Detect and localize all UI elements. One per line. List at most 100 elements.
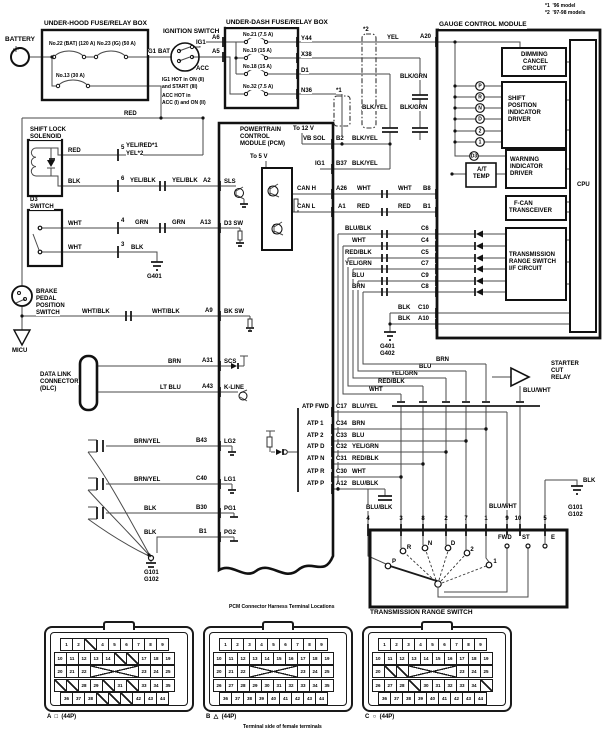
wire-blkyel-mid: BLK/YEL (362, 105, 388, 112)
shift-lock-title-1: SHIFT LOCK (30, 127, 66, 134)
option-connector-2 (361, 33, 377, 129)
pin-a10: A10 (418, 316, 430, 323)
ground-eyelet (147, 554, 155, 562)
pin-b30: B30 (196, 505, 208, 512)
ignition-title: IGNITION SWITCH (163, 28, 220, 36)
pcm-title-2: CONTROL (240, 134, 270, 140)
terminal-44: 44 (156, 692, 169, 706)
d3-pin-3: 3 (121, 242, 125, 249)
terminal-35: 35 (320, 678, 334, 692)
underdash-box (223, 26, 300, 110)
pin-b2: B2 (336, 136, 344, 143)
wire-redblk-diag: RED/BLK (378, 379, 405, 386)
fuse23-label: No.23 (IG) (50 A) (97, 41, 136, 48)
shift-driver-3: INDICATOR (508, 110, 541, 116)
range-pin-4: 4 (366, 515, 370, 522)
pcm-title-3: MODULE (PCM) (240, 141, 285, 147)
range-pin-7: 7 (464, 515, 468, 522)
pcm-sls: SLS (224, 179, 236, 185)
pcm-bksw: BK SW (224, 309, 244, 315)
connector-tab (103, 621, 135, 630)
range-e: E (551, 535, 556, 542)
range-position-D: D (450, 540, 456, 547)
pcm-ig1: IG1 (315, 161, 325, 168)
wire-blk-pg1: BLK (144, 506, 157, 513)
d3-contact (37, 225, 43, 231)
connector-a-label: A □ (44P) (47, 714, 77, 721)
junction-dots (20, 40, 488, 557)
pcm-canl: CAN L (297, 204, 316, 211)
pin-c8: C8 (421, 284, 429, 291)
wire-red-canl1: RED (357, 204, 370, 211)
range-fwd: FWD (498, 535, 512, 542)
can-transistor-1 (267, 185, 279, 197)
wire-sol-red: RED (68, 148, 81, 155)
indicator-bulb-1: 1 (478, 139, 482, 146)
connector-inner (50, 632, 188, 706)
option-connector-1 (333, 95, 351, 127)
range-position-P: P (391, 558, 397, 565)
pcm-scs: SCS (224, 359, 237, 365)
terminal-25: 25 (479, 665, 493, 679)
wire-ltblu: LT BLU (160, 385, 181, 392)
brake-title-2: PEDAL (36, 296, 57, 303)
wire-yel2: YEL*2 (126, 151, 144, 158)
atp-pullup-node (282, 449, 288, 455)
wire-grn-1: GRN (135, 220, 149, 227)
terminal-2: 2 (72, 638, 85, 651)
range-position-2: 2 (470, 546, 474, 553)
wire-yelblk-1: YEL/BLK (130, 178, 156, 185)
ground-g401-left: G401 (147, 274, 162, 281)
pin-c10: C10 (418, 305, 430, 312)
pin-a43: A43 (202, 384, 214, 391)
shift-lock-title-2: SOLENOID (30, 134, 62, 141)
terminal-5: 5 (267, 638, 280, 651)
bat-label: BAT (158, 49, 170, 56)
blocked-terminal (84, 638, 97, 651)
d3-pin-4: 4 (121, 218, 125, 225)
range-if-2: RANGE SWITCH (509, 259, 556, 265)
pin-c30: C30 (336, 469, 348, 476)
connector-c-label: C ○ (44P) (365, 714, 395, 721)
pin-a20: A20 (420, 34, 432, 41)
ign-note-1: IG1 HOT in ON (II) (162, 77, 205, 84)
wire-blk-a10: BLK (398, 316, 411, 323)
ign-contact (189, 44, 195, 50)
wire-whtblk-2: WHT/BLK (152, 309, 180, 316)
warning-3: DRIVER (510, 171, 533, 177)
pcm-atp-2: ATP 2 (307, 433, 324, 440)
shift-driver-2: POSITION (508, 103, 537, 109)
terminal-29: 29 (248, 678, 262, 692)
wire-blk-pg2: BLK (144, 530, 157, 537)
wire-blublk-atpp: BLU/BLK (352, 481, 379, 488)
pcm-to5v: To 5 V (250, 154, 268, 161)
connector-tab (421, 621, 453, 630)
connector-inner (368, 632, 506, 706)
at-temp-1: A/T (477, 167, 487, 173)
wire-wht-canh1: WHT (357, 186, 371, 193)
brake-title-4: SWITCH (36, 310, 60, 317)
pcm-box (217, 121, 335, 575)
ground-g401-mid: G401 (380, 344, 395, 351)
terminal-9: 9 (156, 638, 169, 651)
pin-c6: C6 (421, 226, 429, 233)
wire-red-canl2: RED (398, 204, 411, 211)
wire-bluwht-1: BLU/WHT (523, 388, 551, 395)
pcm-canh: CAN H (297, 186, 316, 193)
wire-yel: YEL (387, 35, 399, 42)
resistor-bksw (247, 318, 253, 329)
indicator-bulb-R: R (478, 94, 482, 101)
range-if-3: I/F CIRCUIT (509, 266, 542, 272)
warning-bulb-label: D3 (470, 153, 478, 160)
pcm-d3sw: D3 SW (224, 221, 244, 227)
range-st: ST (522, 535, 530, 542)
